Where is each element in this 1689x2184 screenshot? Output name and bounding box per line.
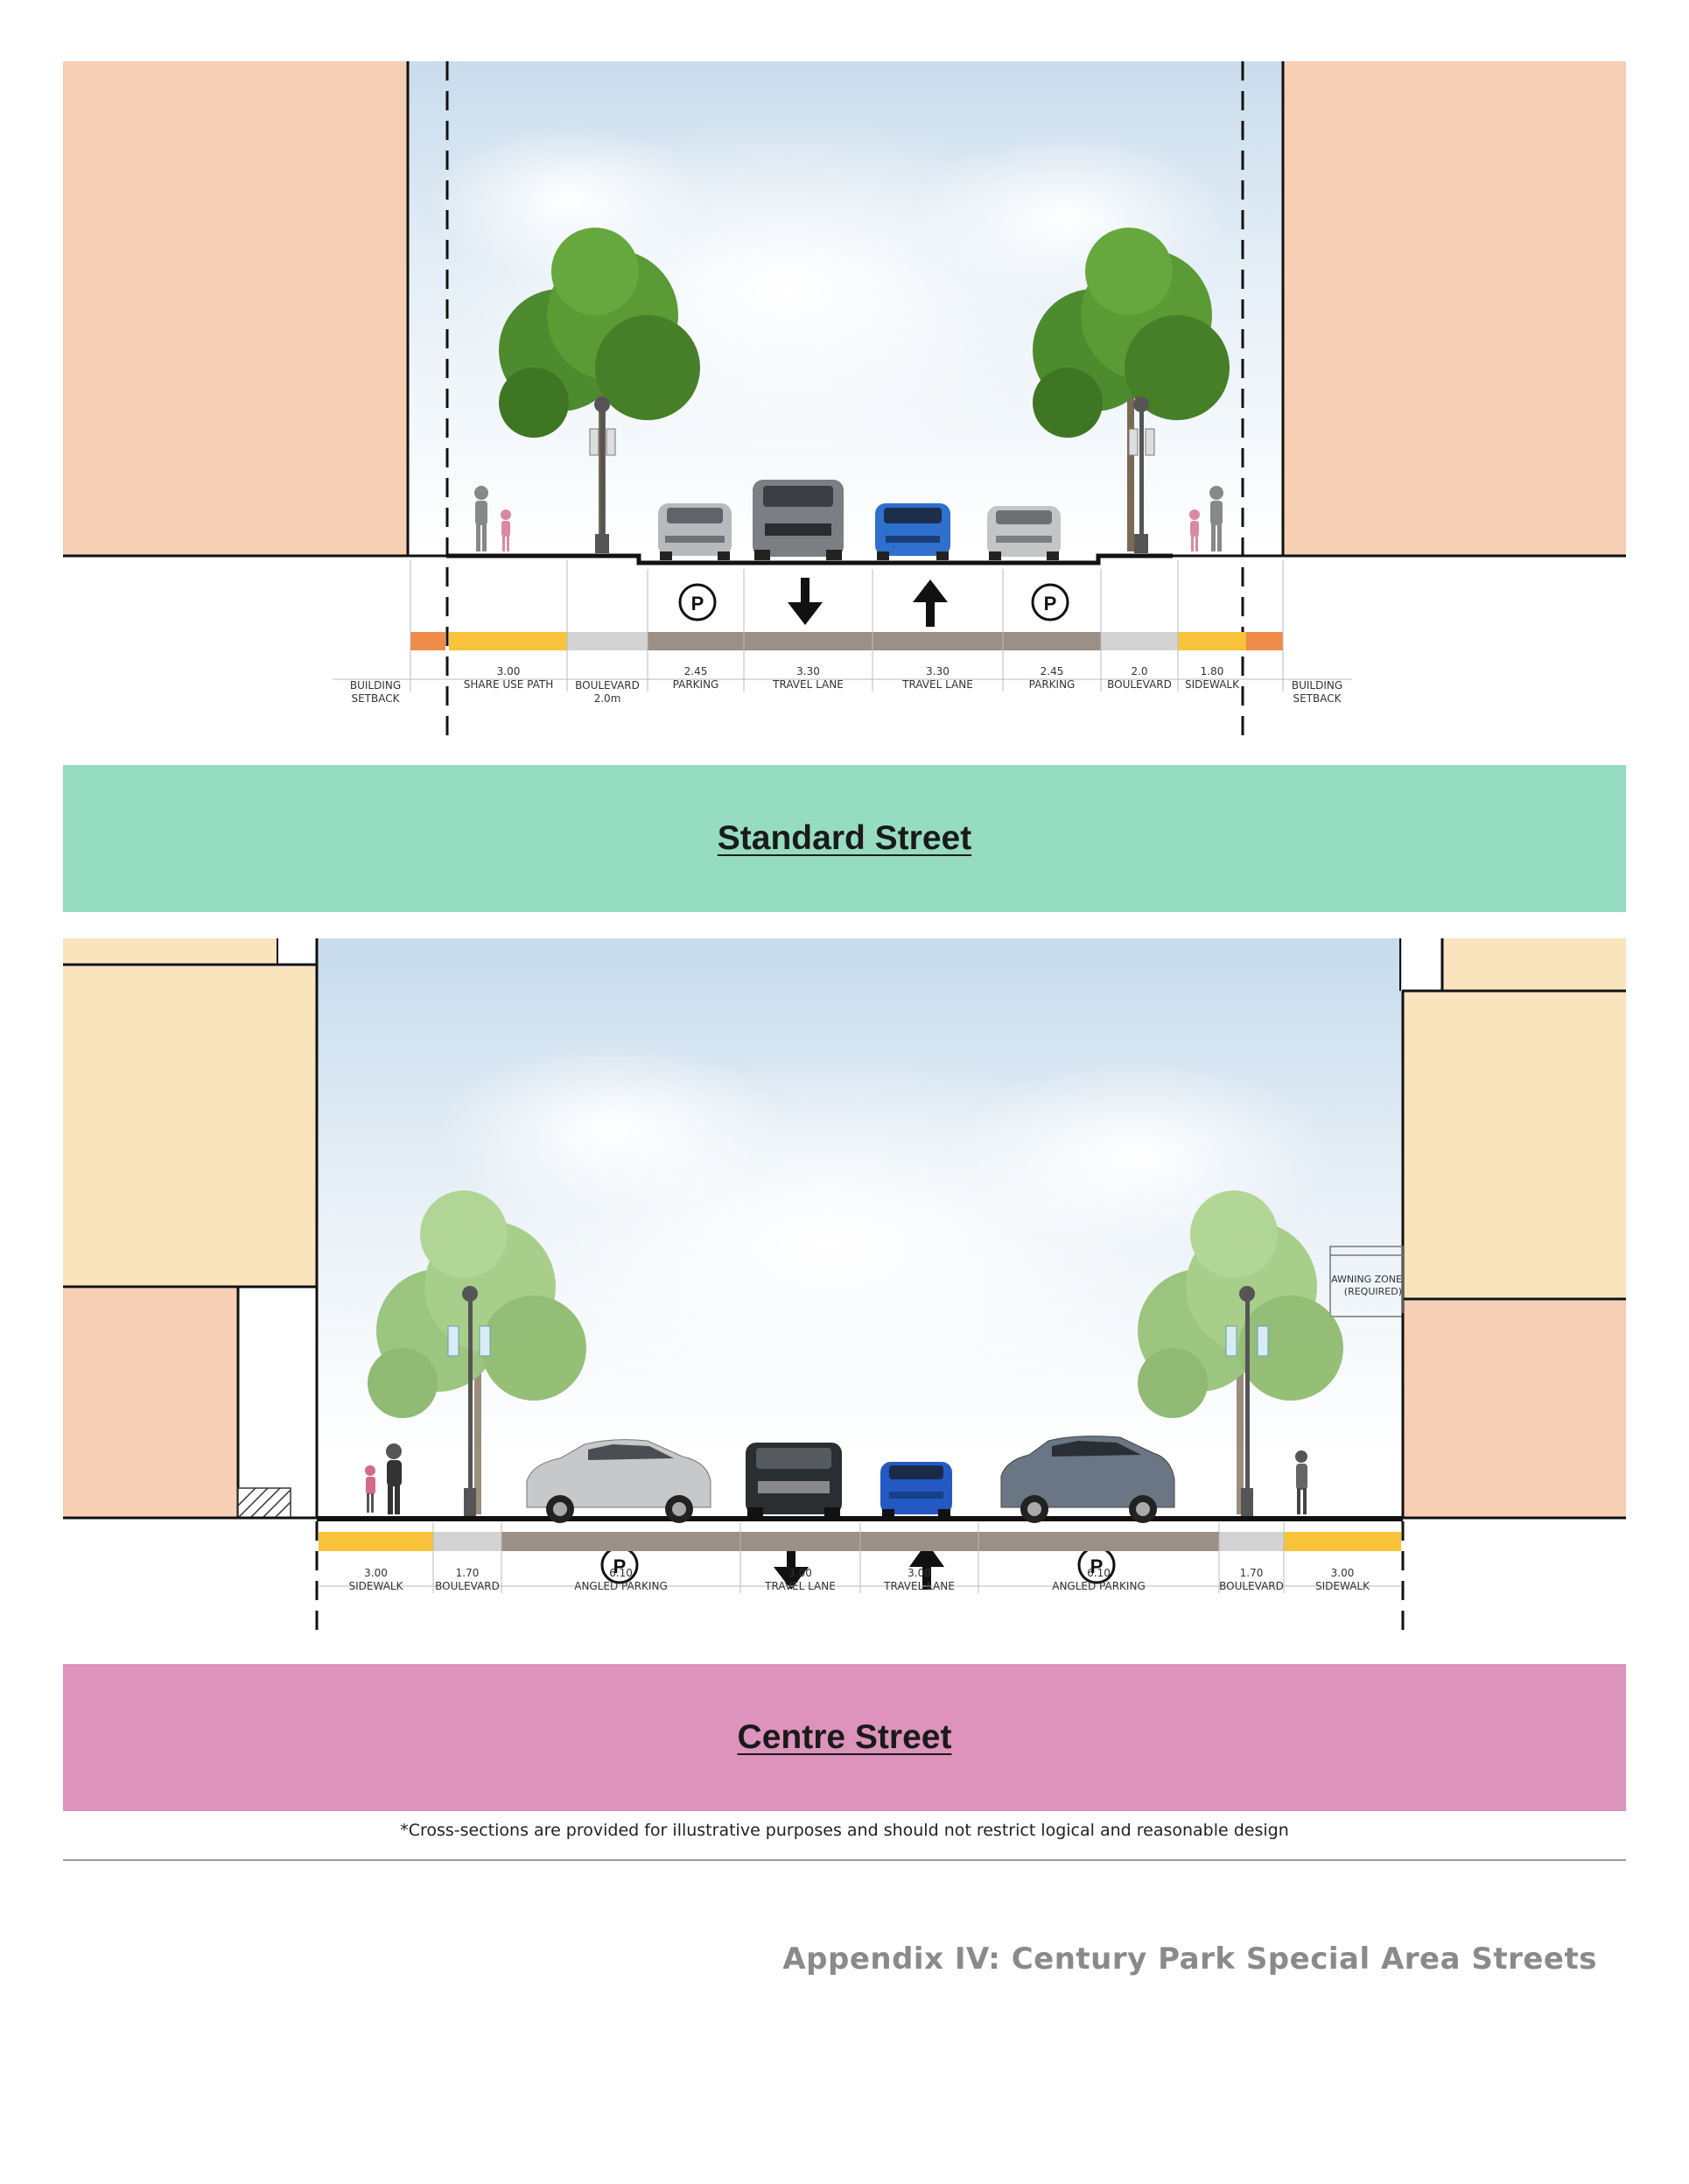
parking-icon: P [1031,583,1069,621]
lamp-post-icon [1225,1286,1269,1516]
lane-color-strip [410,632,1283,650]
svg-text:P: P [1044,593,1057,614]
centre-street-cross-section: P P [63,938,1626,1637]
suv-side-icon [526,1439,711,1523]
parking-icon: P [678,583,717,621]
section-title: Standard Street [717,819,972,857]
awning-zone-label: AWNING ZONE (REQUIRED) [1331,1274,1402,1297]
person-icon [1295,1450,1307,1514]
building-right-lower [1403,1301,1626,1518]
section-title: Centre Street [737,1718,952,1756]
truck-icon [746,1443,842,1518]
truck-icon [753,480,844,560]
tree-icon [1033,228,1230,551]
tree-icon [1138,1190,1343,1514]
svg-text:P: P [1090,1555,1104,1577]
arrow-up-icon [913,579,948,627]
lamp-post-icon [447,1286,491,1516]
svg-text:P: P [613,1555,627,1577]
arrow-up-icon [909,1542,944,1590]
car-icon [987,506,1061,560]
car-icon [880,1462,952,1518]
steps [237,1487,291,1519]
dim-label: BOULEVARD 2.0m [575,679,640,705]
building-right [1283,61,1626,556]
car-icon [875,503,950,560]
dim-label: BUILDING SETBACK [1291,679,1343,705]
building-left-lower [63,1289,238,1518]
dim-label: BUILDING SETBACK [349,679,402,705]
appendix-title: Appendix IV: Century Park Special Area S… [782,1942,1597,1977]
building-right-upper [1403,993,1626,1299]
divider [63,1859,1626,1861]
lamp-post-icon [1128,397,1155,553]
lamp-post-icon [589,397,616,553]
person-icon [365,1443,402,1514]
footnote: *Cross-sections are provided for illustr… [400,1821,1289,1840]
svg-text:P: P [691,593,704,614]
building-left-upper [63,966,317,1287]
lane-color-strip [319,1532,1401,1551]
section-title-band: Standard Street [63,765,1626,912]
suv-side-icon [1000,1436,1175,1523]
car-icon [658,503,732,560]
arrow-down-icon [788,578,823,625]
section-title-band: Centre Street [63,1664,1626,1811]
person-icon [474,486,511,551]
standard-street-cross-section: P P [63,61,1626,735]
building-left [63,61,408,556]
person-icon [1189,486,1223,551]
arrow-down-icon [774,1544,809,1590]
